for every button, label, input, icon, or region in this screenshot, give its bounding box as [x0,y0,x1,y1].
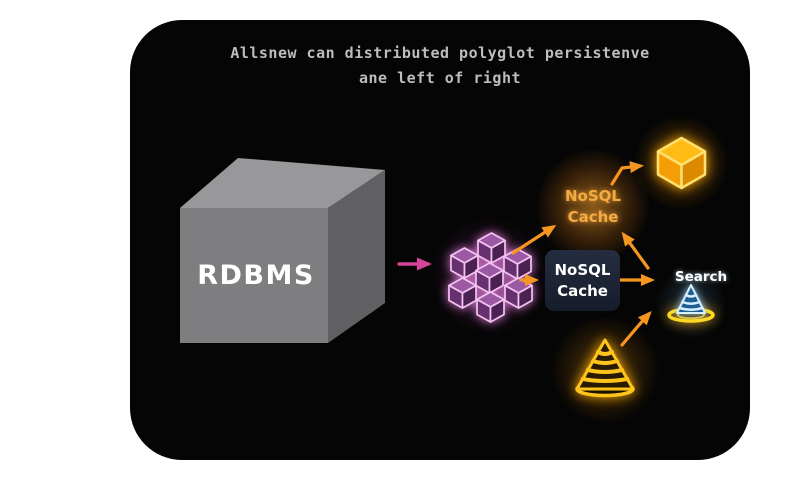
blue-cone-icon [667,284,715,323]
yellow-cone-icon [575,338,635,398]
yellow-cube-icon [656,136,707,190]
arrow-nosql-top-to-cube [610,161,644,186]
arrow-cone-to-search-cone [620,311,652,347]
arrow-search-to-nosql-top [621,231,650,270]
rdbms-cube [180,158,385,343]
purple-cube-cluster-icon [448,232,533,323]
arrow-cluster-to-nosql-top [511,224,557,255]
